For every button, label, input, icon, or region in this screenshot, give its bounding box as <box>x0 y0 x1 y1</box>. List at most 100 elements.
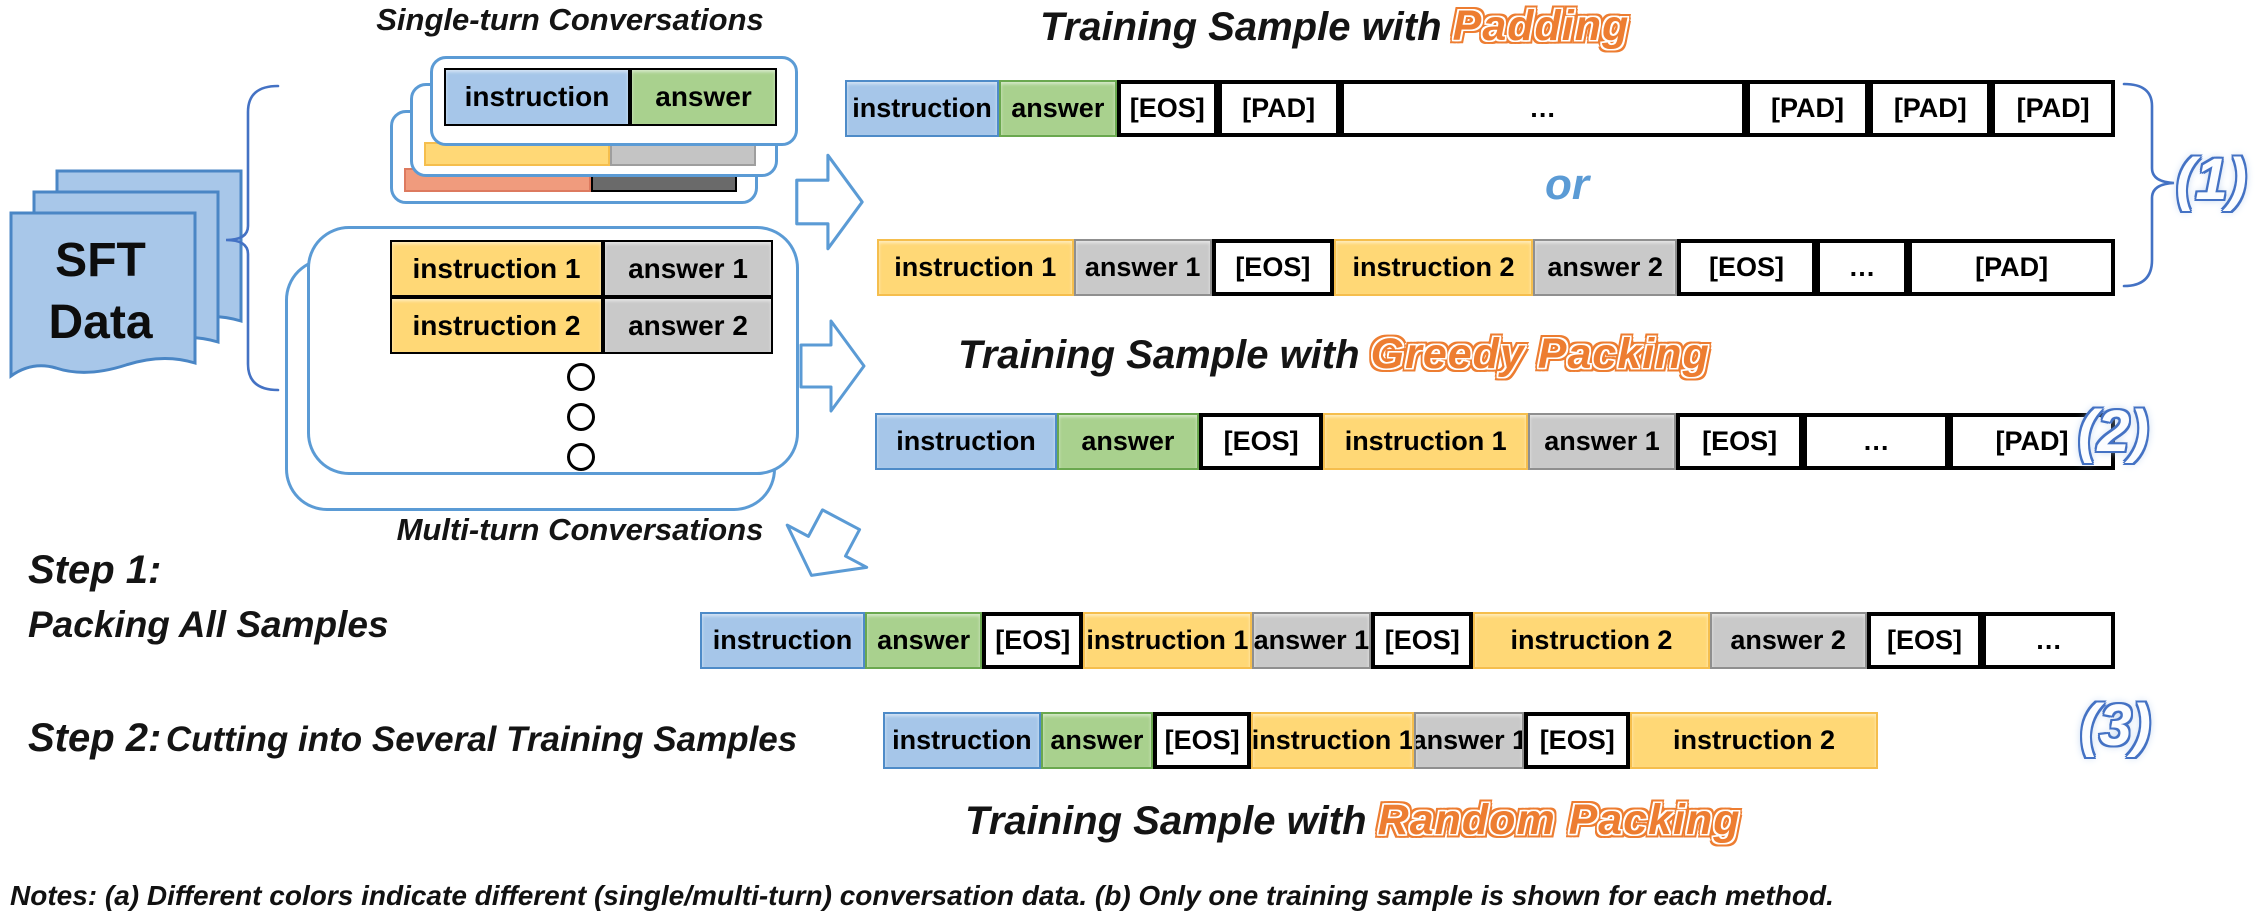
flow-arrow-3-icon <box>785 508 869 577</box>
cell-label: instruction <box>896 426 1036 456</box>
cell-label: answer <box>1081 426 1175 456</box>
cell-label: instruction 1 <box>894 252 1057 282</box>
cell-instruction-2: instruction 2 <box>1473 612 1710 669</box>
multi-turn-label: Multi-turn Conversations <box>396 512 764 547</box>
cell-eos: [EOS] <box>1676 413 1804 470</box>
cell-label: [PAD] <box>1771 93 1845 123</box>
cell-label: instruction 1 <box>1251 725 1414 755</box>
cell-label: instruction <box>892 725 1032 755</box>
cell-pad: [PAD] <box>1991 80 2115 137</box>
title-padding-prefix: Training Sample with <box>1040 5 1442 49</box>
single-turn-instruction-box: instruction <box>444 68 630 126</box>
title-padding: Training Sample with Padding <box>1040 2 1629 51</box>
title-greedy-highlight: Greedy Packing <box>1370 330 1710 378</box>
step1-title: Step 1: <box>28 548 162 592</box>
cell-instruction-1: instruction 1 <box>1251 712 1415 769</box>
cell-answer-1: answer 1 <box>1073 239 1212 296</box>
or-label: or <box>1545 160 1589 209</box>
ellipsis-dot-1 <box>567 363 595 391</box>
cell-answer: answer <box>1040 712 1154 769</box>
method-marker-1: (1) <box>2176 147 2247 212</box>
cell-eos: [EOS] <box>1866 612 1983 669</box>
cell-label: [EOS] <box>1384 625 1460 655</box>
cell-label: answer 2 <box>1730 625 1846 655</box>
cell-label: [EOS] <box>1129 93 1205 123</box>
cell-instruction-1: instruction 1 <box>1323 413 1528 470</box>
cell-label: instruction 1 <box>1086 625 1249 655</box>
single-turn-label: Single-turn Conversations <box>376 2 764 37</box>
cell-label: [EOS] <box>1886 625 1962 655</box>
cell-label: [PAD] <box>1242 93 1316 123</box>
cell-label: [PAD] <box>1975 252 2049 282</box>
cell-eos: [EOS] <box>1524 712 1630 769</box>
step2-title: Step 2: <box>28 716 162 760</box>
cell-label: answer 2 <box>1547 252 1663 282</box>
cell-label: instruction <box>852 93 992 123</box>
title-padding-highlight: Padding <box>1452 2 1630 50</box>
title-random: Training Sample with Random Packing <box>965 796 1741 845</box>
title-random-highlight: Random Packing <box>1377 796 1741 844</box>
cell-label: [EOS] <box>1223 426 1299 456</box>
cell-label: instruction 2 <box>1672 725 1835 755</box>
cell-label: answer <box>877 625 971 655</box>
method-marker-2: (2) <box>2078 399 2149 464</box>
cell-label: [EOS] <box>1235 252 1311 282</box>
cell-label: [PAD] <box>2016 93 2090 123</box>
cell-label: [EOS] <box>1702 426 1778 456</box>
method1-brace-icon <box>2122 82 2175 288</box>
ellipsis-dot-3 <box>567 443 595 471</box>
step1-subtitle: Packing All Samples <box>28 604 389 645</box>
cell-pad: [PAD] <box>1217 80 1340 137</box>
cell-label: answer <box>1050 725 1144 755</box>
cell-label: … <box>2035 625 2063 655</box>
multi-turn-answer1-box: answer 1 <box>603 240 773 297</box>
cell-label: [EOS] <box>1539 725 1615 755</box>
cell-instruction-1: instruction 1 <box>1083 612 1252 669</box>
cell-eos: [EOS] <box>1198 413 1324 470</box>
multi-turn-answer2-box: answer 2 <box>603 297 773 354</box>
cell-label: … <box>1529 93 1557 123</box>
cell-label: instruction 2 <box>1352 252 1515 282</box>
cell-eos: [EOS] <box>1677 239 1816 296</box>
sequence-row-greedy: instruction answer [EOS] instruction 1 answe… <box>875 413 2115 470</box>
multi-turn-instruction2-box: instruction 2 <box>390 297 603 354</box>
cell-label: answer 1 <box>1544 426 1660 456</box>
step2-subtitle: Cutting into Several Training Samples <box>165 720 798 759</box>
title-random-prefix: Training Sample with <box>965 799 1367 843</box>
step2-line: Step 2: Cutting into Several Training Sa… <box>28 716 797 761</box>
figure-notes: Notes: (a) Different colors indicate dif… <box>10 880 1834 911</box>
cell-instruction: instruction <box>700 612 865 669</box>
cell-answer: answer <box>864 612 983 669</box>
cell-instruction: instruction <box>845 80 999 137</box>
single-turn-answer-box: answer <box>630 68 777 126</box>
cell-: … <box>1803 413 1950 470</box>
sft-data-label: SFT Data <box>48 234 153 349</box>
flow-arrow-2-icon <box>799 319 866 413</box>
cell-pad: [PAD] <box>1869 80 1992 137</box>
cell-: … <box>1982 612 2115 669</box>
cell-: … <box>1339 80 1746 137</box>
cell-label: [EOS] <box>995 625 1071 655</box>
cell-eos: [EOS] <box>1371 612 1474 669</box>
title-greedy-prefix: Training Sample with <box>958 333 1360 377</box>
flow-arrow-1-icon <box>795 153 864 251</box>
cell-answer-1: answer 1 <box>1414 712 1525 769</box>
cell-instruction-1: instruction 1 <box>877 239 1074 296</box>
cell-label: instruction <box>712 625 853 655</box>
cell-answer-1: answer 1 <box>1527 413 1677 470</box>
cell-answer: answer <box>998 80 1117 137</box>
cell-answer-2: answer 2 <box>1532 239 1678 296</box>
cell-instruction: instruction <box>875 413 1057 470</box>
sequence-row-padding-multi: instruction 1 answer 1 [EOS] instruction 2 a… <box>877 239 2115 296</box>
cell-eos: [EOS] <box>1211 239 1334 296</box>
title-greedy: Training Sample with Greedy Packing <box>958 330 1710 379</box>
cell-label: [EOS] <box>1164 725 1240 755</box>
sequence-row-step1-packed: instruction answer [EOS] instruction 1 answe… <box>700 612 2115 669</box>
cell-eos: [EOS] <box>982 612 1084 669</box>
cell-instruction-2: instruction 2 <box>1630 712 1878 769</box>
cell-eos: [EOS] <box>1116 80 1218 137</box>
cell-label: … <box>1848 252 1876 282</box>
